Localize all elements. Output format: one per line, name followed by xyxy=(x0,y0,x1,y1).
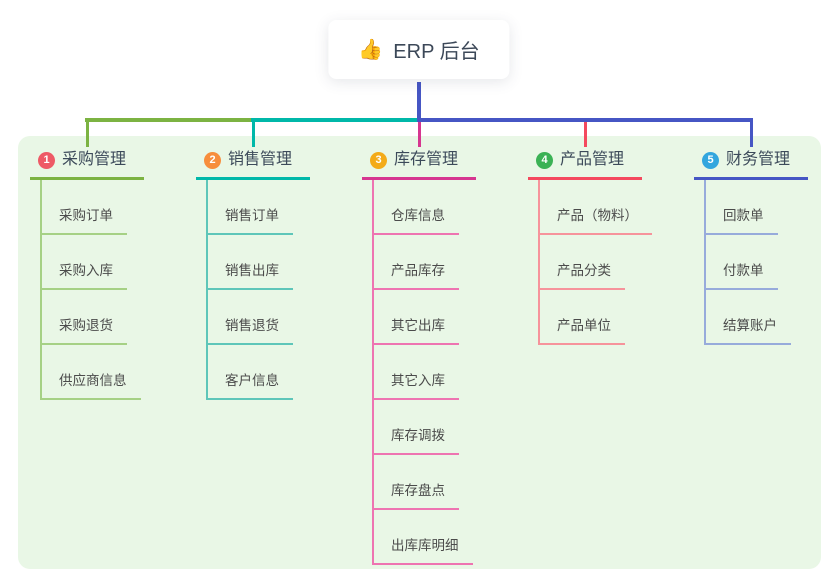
branch-column-2: 2 销售管理 销售订单销售出库销售退货客户信息 xyxy=(196,147,311,400)
child-node[interactable]: 其它出库 xyxy=(374,290,459,345)
child-node[interactable]: 仓库信息 xyxy=(374,180,459,235)
child-node[interactable]: 产品（物料） xyxy=(540,180,652,235)
child-node[interactable]: 库存调拨 xyxy=(374,400,459,455)
branch-column-4: 4 产品管理 产品（物料）产品分类产品单位 xyxy=(528,147,652,345)
branches-background-panel xyxy=(18,136,821,569)
branch-column-5: 5 财务管理 回款单付款单结算账户 xyxy=(694,147,809,345)
branch-drop-line-1 xyxy=(85,120,89,147)
child-node[interactable]: 产品库存 xyxy=(374,235,459,290)
thumbs-up-icon: 👍 xyxy=(358,39,384,61)
bus-segment-3 xyxy=(417,118,753,122)
branch-children: 产品（物料）产品分类产品单位 xyxy=(538,180,652,345)
child-node[interactable]: 采购入库 xyxy=(42,235,127,290)
child-node[interactable]: 产品分类 xyxy=(540,235,625,290)
child-node[interactable]: 采购订单 xyxy=(42,180,127,235)
branch-children: 销售订单销售出库销售退货客户信息 xyxy=(206,180,310,400)
bus-segment-1 xyxy=(85,118,255,122)
child-node[interactable]: 销售退货 xyxy=(208,290,293,345)
branch-label: 库存管理 xyxy=(394,151,459,168)
branch-node[interactable]: 2 销售管理 xyxy=(196,147,311,180)
child-node[interactable]: 客户信息 xyxy=(208,345,293,400)
child-node[interactable]: 采购退货 xyxy=(42,290,127,345)
branch-number-badge: 5 xyxy=(702,151,719,169)
branch-drop-line-3 xyxy=(417,120,421,147)
branch-number-badge: 3 xyxy=(370,151,387,169)
root-node[interactable]: 👍 ERP 后台 xyxy=(328,20,510,79)
branch-drop-line-5 xyxy=(749,120,753,147)
branch-drop-line-4 xyxy=(583,120,587,147)
branch-children: 仓库信息产品库存其它出库其它入库库存调拨库存盘点出库库明细 xyxy=(372,180,476,565)
child-node[interactable]: 产品单位 xyxy=(540,290,625,345)
child-node[interactable]: 销售出库 xyxy=(208,235,293,290)
child-node[interactable]: 回款单 xyxy=(706,180,778,235)
branch-column-1: 1 采购管理 采购订单采购入库采购退货供应商信息 xyxy=(30,147,145,400)
branch-children: 采购订单采购入库采购退货供应商信息 xyxy=(40,180,144,400)
branch-label: 采购管理 xyxy=(62,151,127,168)
branch-drop-line-2 xyxy=(251,120,255,147)
branch-node[interactable]: 5 财务管理 xyxy=(694,147,809,180)
child-node[interactable]: 库存盘点 xyxy=(374,455,459,510)
child-node[interactable]: 出库库明细 xyxy=(374,510,473,565)
branch-number-badge: 2 xyxy=(204,151,221,169)
branch-node[interactable]: 4 产品管理 xyxy=(528,147,643,180)
root-node-title: ERP 后台 xyxy=(393,41,480,63)
branch-label: 销售管理 xyxy=(228,151,293,168)
bus-segment-2 xyxy=(251,118,421,122)
branch-column-3: 3 库存管理 仓库信息产品库存其它出库其它入库库存调拨库存盘点出库库明细 xyxy=(362,147,477,565)
child-node[interactable]: 供应商信息 xyxy=(42,345,141,400)
child-node[interactable]: 付款单 xyxy=(706,235,778,290)
branch-node[interactable]: 1 采购管理 xyxy=(30,147,145,180)
branch-children: 回款单付款单结算账户 xyxy=(704,180,808,345)
branch-number-badge: 4 xyxy=(536,151,553,169)
root-connector-line xyxy=(417,82,421,120)
branch-number-badge: 1 xyxy=(38,151,55,169)
branch-label: 产品管理 xyxy=(560,151,625,168)
branch-node[interactable]: 3 库存管理 xyxy=(362,147,477,180)
child-node[interactable]: 销售订单 xyxy=(208,180,293,235)
child-node[interactable]: 其它入库 xyxy=(374,345,459,400)
child-node[interactable]: 结算账户 xyxy=(706,290,791,345)
branch-label: 财务管理 xyxy=(726,151,791,168)
